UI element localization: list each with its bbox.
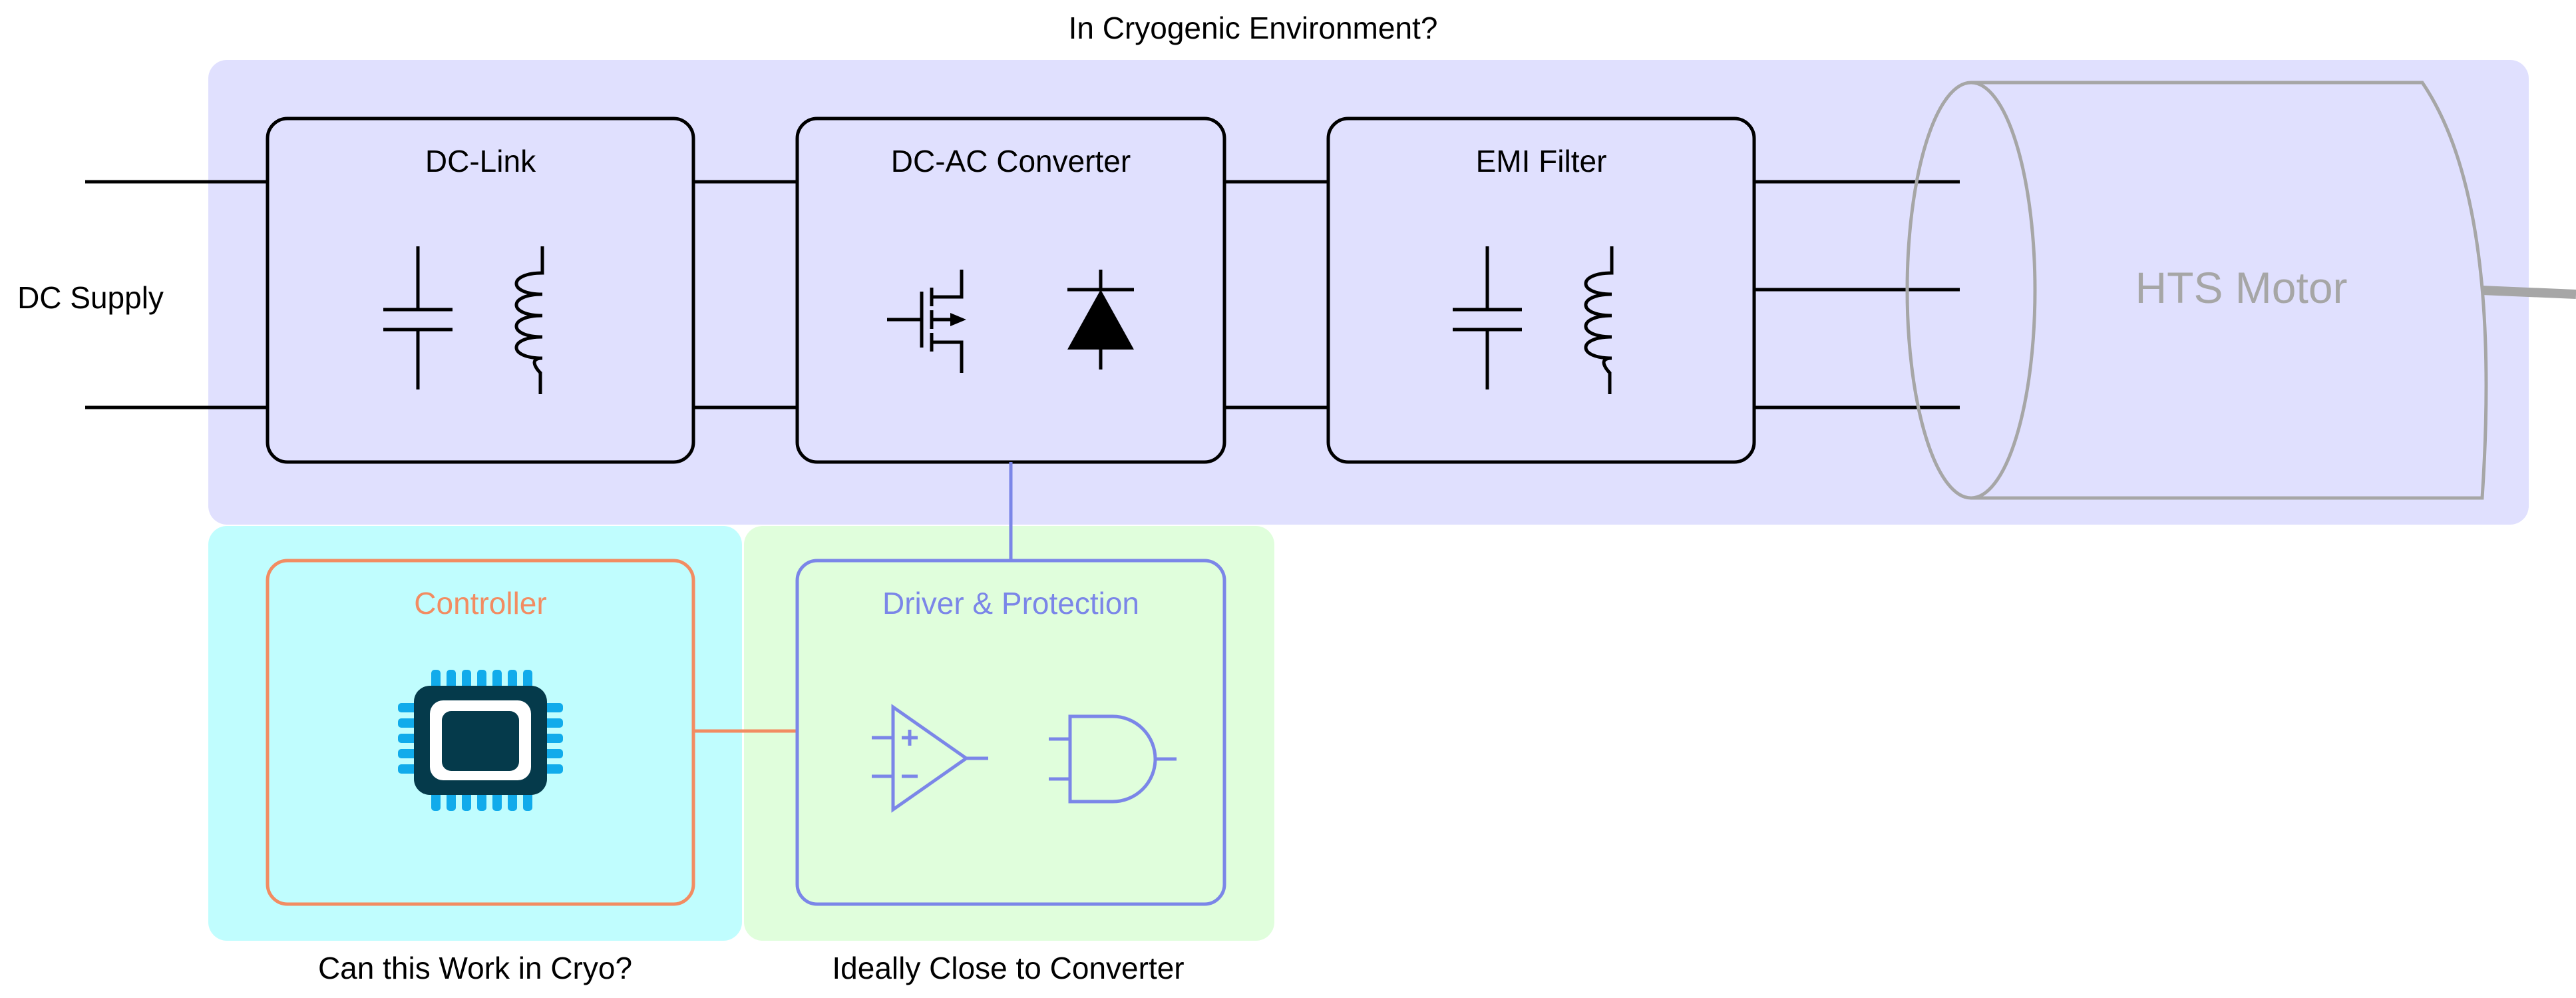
motor-shaft bbox=[2482, 286, 2576, 299]
and-gate-icon bbox=[1049, 714, 1177, 804]
mosfet-icon bbox=[887, 270, 966, 373]
op-amp-icon bbox=[872, 704, 988, 813]
capacitor-icon bbox=[383, 246, 453, 389]
driver-protection-block: Driver & Protection Ideally Close to Con… bbox=[795, 559, 1226, 985]
driver-protection-title: Driver & Protection bbox=[882, 586, 1139, 621]
driver-protection-caption: Ideally Close to Converter bbox=[832, 951, 1184, 985]
dc-ac-converter-title: DC-AC Converter bbox=[891, 144, 1131, 178]
controller-caption: Can this Work in Cryo? bbox=[318, 951, 632, 985]
controller-title: Controller bbox=[414, 586, 546, 621]
dc-link-block: DC-Link bbox=[266, 117, 695, 464]
microchip-icon bbox=[398, 670, 563, 811]
inductor-icon bbox=[1584, 246, 1614, 394]
driver-zone bbox=[744, 526, 1274, 941]
capacitor-icon bbox=[1453, 246, 1522, 389]
diode-icon bbox=[1067, 270, 1134, 370]
power-wires bbox=[693, 180, 1960, 409]
dc-link-title: DC-Link bbox=[425, 144, 536, 178]
dc-supply-wires bbox=[85, 180, 268, 409]
emi-filter-title: EMI Filter bbox=[1476, 144, 1607, 178]
hts-motor: HTS Motor bbox=[1905, 81, 2576, 500]
inductor-icon bbox=[514, 246, 544, 394]
hts-motor-label: HTS Motor bbox=[2135, 263, 2347, 312]
emi-filter-block: EMI Filter bbox=[1326, 117, 1756, 464]
cryogenic-caption: In Cryogenic Environment? bbox=[1069, 11, 1438, 45]
dc-supply-label: DC Supply bbox=[17, 280, 164, 315]
controller-block: Controller bbox=[266, 559, 695, 985]
